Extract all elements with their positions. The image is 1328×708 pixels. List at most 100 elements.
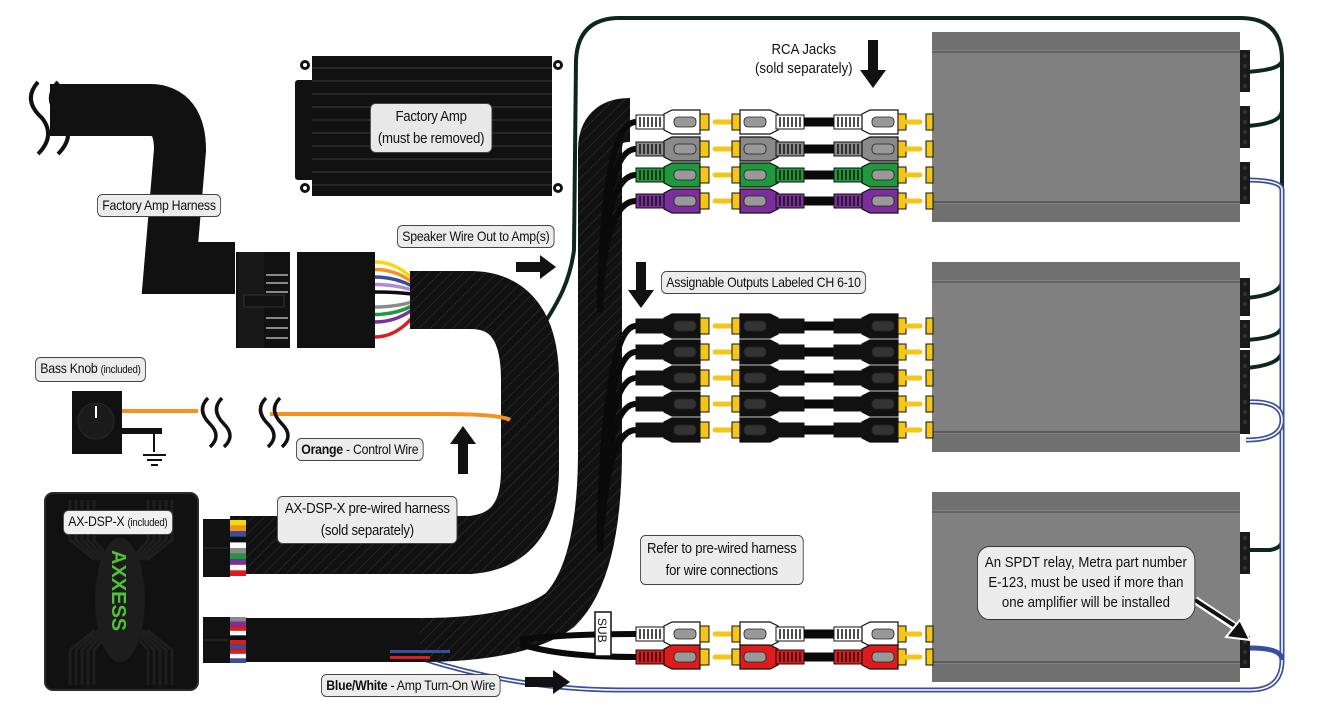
rca-plug-grip (635, 396, 667, 412)
sub-tag-text: SUB (595, 618, 609, 643)
label-speaker-wire-out: Speaker Wire Out to Amp(s) (397, 225, 555, 248)
rca-cable (635, 339, 934, 365)
rca-fanout-wire (519, 641, 637, 660)
rca-tip (699, 166, 710, 184)
rca-cable (635, 136, 934, 162)
rca-fanout-wire (519, 631, 637, 643)
harness-wire (374, 296, 413, 302)
rca-tip (731, 192, 741, 210)
rca-tip (731, 648, 741, 666)
factory-amp-harness (50, 84, 235, 294)
rca-cable (635, 644, 934, 670)
connector-pins (266, 274, 288, 339)
rca-plug-grip (833, 370, 865, 386)
rca-tip (699, 648, 710, 666)
harness-wire (374, 267, 414, 284)
rca-tip (731, 317, 741, 335)
harness-wire (374, 282, 413, 292)
rca-tip (699, 192, 710, 210)
rca-plug-grip (635, 422, 667, 438)
amp-rca-input (925, 113, 934, 131)
amp-rca-input (925, 648, 934, 666)
dsp-lower-harness (230, 98, 632, 662)
rca-plug-grip (833, 318, 865, 334)
label-factory-amp: Factory Amp (must be removed) (370, 103, 493, 153)
harness-connector-male (297, 252, 375, 348)
rca-fanout-wire (597, 427, 637, 553)
rca-tip (699, 625, 710, 643)
amp-rca-input (925, 343, 934, 361)
relay-arrow-icon (1192, 596, 1252, 642)
amplifier (932, 32, 1250, 222)
rca-tip (699, 317, 710, 335)
amplifier-terminal (1240, 278, 1250, 316)
dsp-harness-stripe (230, 536, 246, 543)
rca-plug-grip (833, 422, 865, 438)
rca-plug-grip (635, 344, 667, 360)
dsp-harness-stripe (230, 658, 246, 663)
control-wire (122, 409, 512, 422)
relay-note-bubble: An SPDT relay, Metra part number E-123, … (977, 546, 1195, 620)
rca-tip (731, 140, 741, 158)
label-assignable-outputs: Assignable Outputs Labeled CH 6-10 (661, 271, 866, 294)
rca-cable (635, 417, 934, 443)
dsp-main-harness (230, 271, 559, 574)
amp-rca-input (925, 166, 934, 184)
dsp-harness-stripe (230, 525, 246, 532)
rca-tip (731, 395, 741, 413)
rca-cable (635, 621, 934, 647)
bass-knob (72, 391, 166, 466)
turn-on-wire-stripe (390, 656, 430, 659)
dsp-harness-stripe (230, 653, 246, 659)
rca-cable (635, 391, 934, 417)
rca-tip (731, 113, 741, 131)
rca-plug-grip (635, 318, 667, 334)
break-symbol (29, 80, 70, 156)
rca-plug-grip (775, 318, 805, 334)
dsp-connectors (203, 519, 230, 663)
amplifier-terminal (1240, 162, 1250, 204)
rca-tip (699, 343, 710, 361)
amp-rca-input (925, 140, 934, 158)
rca-plug-grip (775, 370, 805, 386)
rca-tip (699, 113, 710, 131)
dsp-harness-stripe (230, 617, 246, 622)
label-bass-knob: Bass Knob (included) (35, 357, 146, 382)
amp-rca-input (925, 317, 934, 335)
amp-rca-input (925, 369, 934, 387)
dsp-harness-stripe (230, 570, 246, 576)
dsp-harness-stripe (230, 548, 246, 554)
label-orange-control-wire: Orange - Control Wire (296, 438, 424, 461)
harness-wire (374, 275, 413, 288)
label-blue-white-wire: Blue/White - Amp Turn-On Wire (321, 674, 501, 697)
harness-wire (374, 300, 413, 309)
label-dsp-unit: AX-DSP-X (included) (63, 510, 173, 535)
dsp-harness-stripe (230, 635, 246, 640)
dsp-harness-stripe (230, 564, 246, 571)
dsp-harness-stripe (230, 626, 246, 631)
dsp-harness-stripe (230, 542, 246, 548)
label-factory-amp-harness: Factory Amp Harness (97, 194, 221, 217)
rca-tip (731, 421, 741, 439)
harness-wire (374, 304, 413, 317)
rca-tip (731, 343, 741, 361)
label-refer-harness: Refer to pre-wired harness for wire conn… (640, 535, 804, 585)
dsp-harness-stripe (230, 649, 246, 654)
rca-tip (699, 369, 710, 387)
dsp-harness-stripe (230, 553, 246, 560)
harness-wire (374, 308, 414, 324)
rca-tip (731, 625, 741, 643)
rca-plug-grip (833, 344, 865, 360)
ground-icon (143, 454, 166, 466)
rca-tip (699, 395, 710, 413)
dsp-harness-stripe (230, 559, 246, 565)
break-symbol (200, 396, 290, 449)
dsp-harness-stripe (230, 621, 246, 627)
amplifier-terminal (1240, 350, 1250, 396)
amplifier-terminal (1240, 396, 1250, 434)
rca-tip (699, 140, 710, 158)
rca-cable (635, 365, 934, 391)
rca-cable (635, 188, 934, 214)
rca-tip (699, 421, 710, 439)
label-dsp-harness: AX-DSP-X pre-wired harness (sold separat… (277, 496, 458, 544)
